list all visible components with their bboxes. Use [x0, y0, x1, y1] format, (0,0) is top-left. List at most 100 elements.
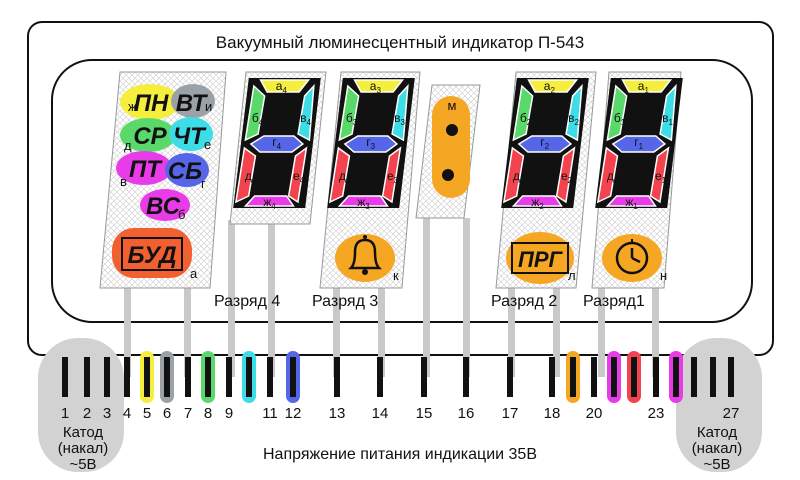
- segment-label: д1: [607, 169, 619, 185]
- pin: [62, 357, 68, 397]
- pin-number: 8: [204, 405, 212, 422]
- pin-number: 11: [262, 405, 278, 422]
- segment-label: е4: [293, 169, 305, 185]
- cathode-right-line2: (накал): [692, 440, 743, 457]
- segment-д: [502, 146, 525, 204]
- segment-д: [328, 146, 351, 204]
- pin-number: 18: [544, 405, 561, 422]
- bud-blob: [112, 228, 192, 278]
- pin: [607, 351, 621, 403]
- pin: [334, 357, 340, 397]
- pin-number: 23: [648, 405, 665, 422]
- pin: [185, 357, 191, 397]
- segment-label: г4: [272, 135, 281, 151]
- pin: [507, 357, 513, 397]
- segment-а: [259, 79, 311, 93]
- day-letter-a: а: [190, 266, 198, 281]
- segment-б: [606, 84, 628, 142]
- pin-number: 16: [458, 405, 475, 422]
- day-letter-g: г: [201, 176, 206, 191]
- pin-number: 9: [225, 405, 233, 422]
- pin: [104, 357, 110, 397]
- segment-е: [287, 146, 308, 204]
- digit-label-3: Разряд 3: [312, 293, 378, 310]
- segment-label: в1: [662, 111, 673, 127]
- day-sr: СР: [133, 123, 167, 150]
- pin-number: 13: [329, 405, 346, 422]
- segment-label: д4: [245, 169, 257, 185]
- pin: [463, 357, 469, 397]
- day-vs: ВС: [146, 193, 181, 220]
- segment-label: ж2: [531, 195, 544, 211]
- segment-е: [555, 146, 576, 204]
- day-letter-b: б: [178, 207, 185, 222]
- segment-д: [234, 146, 257, 204]
- pin: [669, 351, 683, 403]
- pin: [710, 357, 716, 397]
- segment-а: [527, 79, 579, 93]
- icon-letter: к: [393, 268, 399, 283]
- segment-б: [244, 84, 266, 142]
- pin: [226, 357, 232, 397]
- bell-icon: [347, 235, 383, 275]
- segment-в: [391, 83, 409, 142]
- pin: [627, 351, 641, 403]
- segment-в: [659, 83, 677, 142]
- pin: [566, 351, 580, 403]
- segment-label: б3: [346, 111, 358, 127]
- segment-г: [343, 135, 399, 153]
- cathode-left-line3: ~5В: [69, 456, 96, 473]
- cathode-left-line2: (накал): [58, 440, 109, 457]
- segment-г: [249, 135, 305, 153]
- segment-г: [611, 135, 667, 153]
- digit-label-4: Разряд 4: [214, 293, 280, 310]
- pin: [160, 351, 174, 403]
- day-letter-zh: ж: [128, 99, 137, 114]
- pin: [549, 357, 555, 397]
- segment-label: в2: [568, 111, 579, 127]
- pin: [124, 357, 130, 397]
- segment-label: ж3: [357, 195, 370, 211]
- pin: [691, 357, 697, 397]
- vs-blob: [140, 189, 190, 221]
- segment-ж: [511, 195, 563, 207]
- pt-blob: [116, 151, 172, 185]
- segment-а: [621, 79, 673, 93]
- segment-label: г3: [366, 135, 375, 151]
- prg-blob: [506, 232, 574, 284]
- clock-icon: [615, 239, 649, 275]
- pin-number: 27: [723, 405, 740, 422]
- segment-label: ж1: [625, 195, 638, 211]
- weekday-panel: ПН ВТ СР ЧТ ПТ СБ ВС БУД ж и д е в г б а: [99, 71, 227, 289]
- segment-д: [596, 146, 619, 204]
- internal-leads: [124, 218, 659, 377]
- segment-label: е1: [655, 169, 667, 185]
- segment-а: [353, 79, 405, 93]
- segment-ж: [605, 195, 657, 207]
- cathode-right-blob: [676, 338, 762, 472]
- digit-label-1: Разряд1: [583, 293, 645, 310]
- segment-е: [381, 146, 402, 204]
- cathode-left-line1: Катод: [63, 424, 103, 441]
- pin-number: 5: [143, 405, 151, 422]
- pin-number: 3: [103, 405, 111, 422]
- segment-ж: [243, 195, 295, 207]
- pin-number: 12: [285, 405, 302, 422]
- segment-label: е2: [561, 169, 573, 185]
- segment-label: б2: [520, 111, 532, 127]
- cathode-right-line1: Катод: [697, 424, 737, 441]
- cathode-left-blob: [38, 338, 124, 472]
- pin: [286, 351, 300, 403]
- pin: [728, 357, 734, 397]
- colon-dot-top: [446, 124, 458, 136]
- cht-blob: [169, 117, 213, 151]
- pin-numbers: 1 2 3 4 5 6 7 8 9 11 12 13 14 15 16 17 1…: [61, 405, 740, 422]
- pin: [591, 357, 597, 397]
- vt-blob: [171, 84, 215, 118]
- segment-б: [512, 84, 534, 142]
- icon-letter: л: [568, 268, 576, 283]
- pin-number: 4: [123, 405, 131, 422]
